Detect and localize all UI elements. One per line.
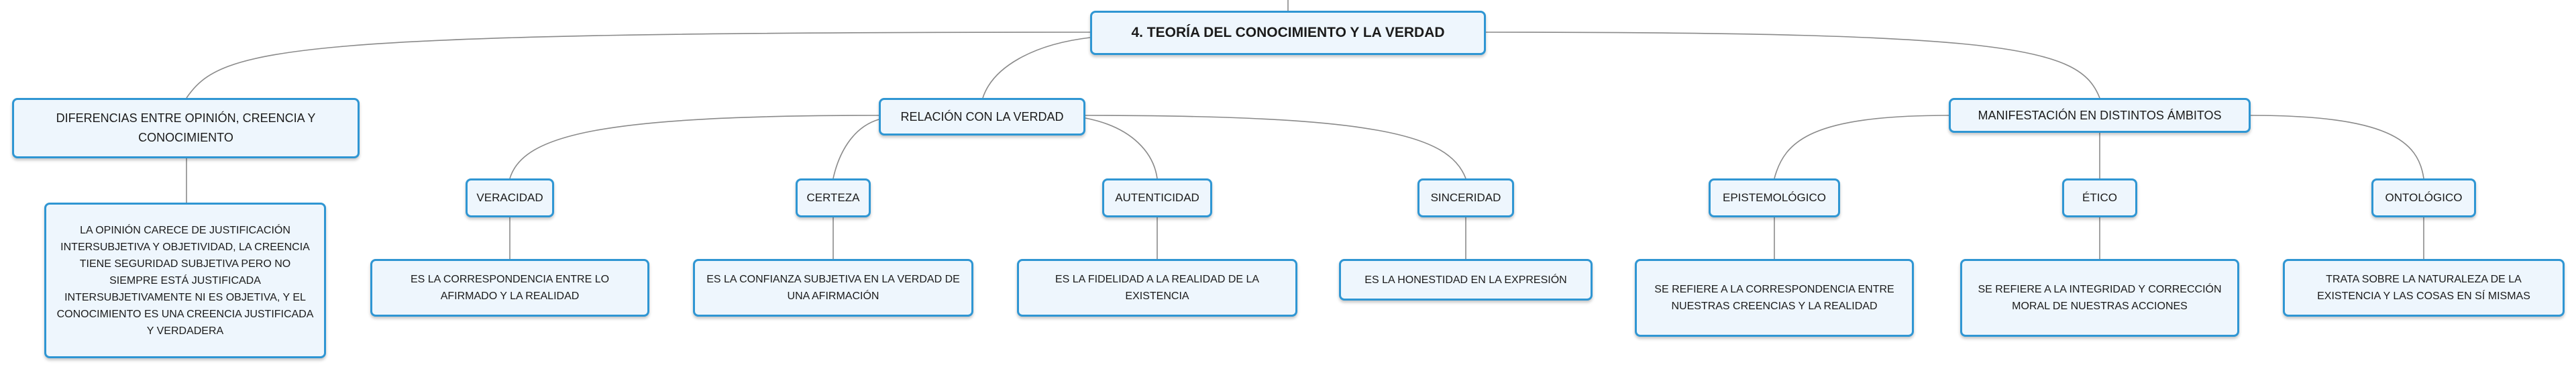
connector-truth-sinceridad [1085,115,1466,179]
topic-autenticidad[interactable]: AUTENTICIDAD [1102,178,1212,217]
topic-epistemologico-description[interactable]: SE REFIERE A LA CORRESPONDENCIA ENTRE NU… [1635,259,1914,337]
topic-etico-description-text: SE REFIERE A LA INTEGRIDAD Y CORRECCIÓN … [1978,284,2222,312]
connector-root-truth-relation [982,37,1091,99]
topic-sinceridad-description-text: ES LA HONESTIDAD EN LA EXPRESIÓN [1364,274,1567,286]
topic-etico-label: ÉTICO [2082,191,2117,204]
topic-sinceridad-label: SINCERIDAD [1430,191,1501,204]
root-topic[interactable]: 4. TEORÍA DEL CONOCIMIENTO Y LA VERDAD [1090,11,1486,55]
topic-ontologico-description[interactable]: TRATA SOBRE LA NATURALEZA DE LA EXISTENC… [2283,259,2565,317]
topic-autenticidad-label: AUTENTICIDAD [1115,191,1199,204]
connector-root-manifestation [1485,32,2100,99]
connector-truth-certeza [833,119,879,179]
topic-certeza-label: CERTEZA [806,191,860,204]
connector-root-differences [186,32,1091,99]
topic-epistemologico[interactable]: EPISTEMOLÓGICO [1709,178,1840,217]
topic-certeza-description-text: ES LA CONFIANZA SUBJETIVA EN LA VERDAD D… [706,274,960,302]
topic-truth-relation-label: RELACIÓN CON LA VERDAD [900,109,1064,123]
topic-differences-description-text: LA OPINIÓN CARECE DE JUSTIFICACIÓN INTER… [56,224,314,337]
topic-etico[interactable]: ÉTICO [2062,178,2137,217]
topic-manifestation-label: MANIFESTACIÓN EN DISTINTOS ÁMBITOS [1978,108,2222,122]
connector-truth-veracidad [509,115,879,179]
topic-etico-description[interactable]: SE REFIERE A LA INTEGRIDAD Y CORRECCIÓN … [1960,259,2239,337]
topic-veracidad-description[interactable]: ES LA CORRESPONDENCIA ENTRE LO AFIRMADO … [370,259,649,317]
topic-ontologico[interactable]: ONTOLÓGICO [2371,178,2476,217]
topic-truth-relation[interactable]: RELACIÓN CON LA VERDAD [879,98,1085,136]
topic-differences[interactable]: DIFERENCIAS ENTRE OPINIÓN, CREENCIA Y CO… [12,98,360,158]
topic-veracidad[interactable]: VERACIDAD [466,178,554,217]
connector-manifest-epistemologico [1774,115,1949,179]
topic-certeza[interactable]: CERTEZA [796,178,871,217]
topic-veracidad-label: VERACIDAD [476,191,543,204]
connector-manifest-ontologico [2250,115,2424,179]
topic-epistemologico-label: EPISTEMOLÓGICO [1723,191,1826,204]
topic-veracidad-description-text: ES LA CORRESPONDENCIA ENTRE LO AFIRMADO … [410,274,610,302]
topic-autenticidad-description[interactable]: ES LA FIDELIDAD A LA REALIDAD DE LA EXIS… [1017,259,1297,317]
topic-autenticidad-description-text: ES LA FIDELIDAD A LA REALIDAD DE LA EXIS… [1055,274,1260,302]
topic-differences-description[interactable]: LA OPINIÓN CARECE DE JUSTIFICACIÓN INTER… [44,203,326,358]
topic-manifestation[interactable]: MANIFESTACIÓN EN DISTINTOS ÁMBITOS [1949,98,2251,133]
root-topic-label: 4. TEORÍA DEL CONOCIMIENTO Y LA VERDAD [1131,25,1445,40]
topic-epistemologico-description-text: SE REFIERE A LA CORRESPONDENCIA ENTRE NU… [1654,284,1894,312]
topic-sinceridad[interactable]: SINCERIDAD [1417,178,1514,217]
topic-sinceridad-description[interactable]: ES LA HONESTIDAD EN LA EXPRESIÓN [1339,259,1593,301]
topic-ontologico-label: ONTOLÓGICO [2385,191,2463,204]
topic-certeza-description[interactable]: ES LA CONFIANZA SUBJETIVA EN LA VERDAD D… [693,259,973,317]
connector-truth-autenticidad [1085,117,1158,179]
topic-differences-label: DIFERENCIAS ENTRE OPINIÓN, CREENCIA Y CO… [56,111,316,144]
topic-ontologico-description-text: TRATA SOBRE LA NATURALEZA DE LA EXISTENC… [2317,274,2530,302]
